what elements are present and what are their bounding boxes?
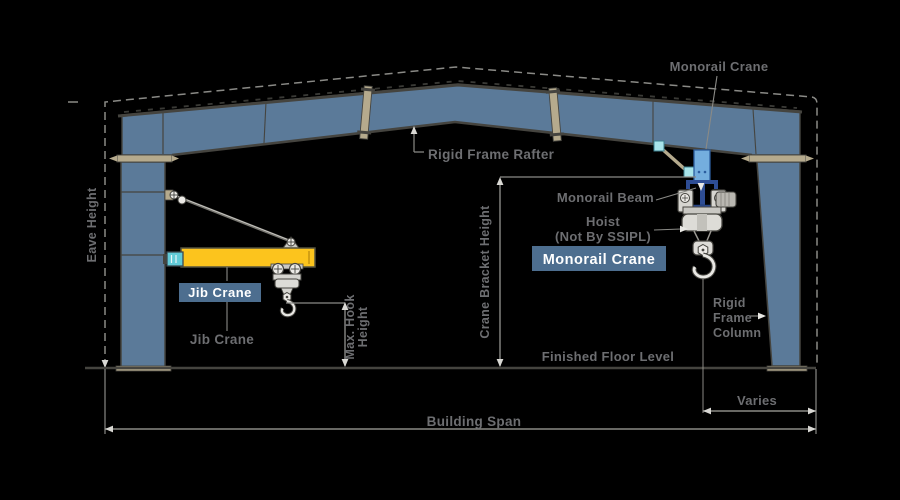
beam-clamp [686, 180, 718, 184]
monorail-hook-icon [692, 253, 716, 279]
wall-bracket [166, 251, 184, 267]
rigid-frame-column-label-line3: Column [713, 326, 761, 340]
dashed-roof-outline [104, 66, 818, 367]
arrow-down-icon [101, 360, 109, 368]
arrow-down-icon [697, 183, 705, 191]
leader-lines [226, 75, 766, 331]
brace-pad [683, 166, 695, 178]
roof-rafter [117, 80, 803, 157]
hanger-plate [693, 149, 711, 182]
monorail-crane-badge: Monorail Crane [532, 246, 666, 271]
rafter-seam [263, 101, 267, 144]
bolt-icon [172, 155, 179, 162]
jib-crane-assembly [163, 189, 316, 318]
max-hook-height-dimension [286, 302, 349, 367]
rafter-body [121, 83, 801, 156]
arrow-right-icon [808, 407, 816, 415]
varies-dimension [702, 279, 817, 434]
arrow-right-icon [680, 225, 688, 233]
wall-tab [163, 254, 168, 264]
rigid-frame-column-label-line1: Rigid [713, 296, 746, 310]
brace-pad [653, 140, 665, 152]
badge-background [179, 283, 261, 302]
hoist-leader [653, 228, 682, 231]
monorail-beam-leader [655, 187, 697, 201]
finished-floor-level-label: Finished Floor Level [542, 349, 674, 364]
building-span-label: Building Span [427, 414, 522, 429]
hoist-motor [715, 191, 737, 208]
rigid-frame-rafter-label: Rigid Frame Rafter [428, 147, 555, 162]
splice-plate [545, 87, 564, 142]
max-hook-height-label-line1: Max. Hook [343, 294, 357, 359]
monorail-crane-leader [705, 75, 718, 150]
jib-crane-caption: Jib Crane [190, 332, 254, 347]
arrow-left-icon [105, 425, 113, 433]
varies-label: Varies [737, 393, 777, 408]
tie-rod-highlight [177, 195, 291, 241]
splice-plate [357, 85, 376, 140]
eave-height-dimension [68, 66, 818, 368]
eave-connection-plate [748, 154, 807, 163]
pivot-pin [177, 195, 187, 205]
rafter-seam [752, 108, 757, 155]
crane-bracket-height-dimension [496, 176, 696, 367]
jib-hook-icon [280, 299, 296, 317]
crane-bracket-height-label: Crane Bracket Height [478, 205, 492, 339]
building-span-dimension [104, 369, 816, 434]
arrow-up-icon [496, 177, 504, 185]
trolley-crossbar [682, 206, 722, 215]
tie-rod [177, 195, 291, 243]
monorail-crane-pointer-label: Monorail Crane [670, 59, 769, 74]
roof-panel-ticks [123, 80, 798, 113]
jib-crane-badge-label: Jib Crane [188, 285, 252, 300]
monorail-crane-assembly [653, 140, 737, 280]
arrow-up-icon [410, 126, 418, 134]
hoist-label-line2: (Not By SSIPL) [555, 229, 651, 244]
hoist-label-line1: Hoist [586, 214, 620, 229]
max-hook-height-label-line2: Height [356, 306, 370, 347]
trolley-axle [270, 263, 304, 270]
arrow-right-icon [808, 425, 816, 433]
monorail-crane-badge-label: Monorail Crane [543, 252, 656, 268]
bolt-icon [741, 155, 749, 162]
bolt-icon [109, 155, 117, 162]
arrow-down-icon [496, 359, 504, 367]
arrow-left-icon [703, 407, 711, 415]
eave-connection-plate [116, 154, 173, 163]
hoist-band [697, 214, 707, 231]
column-body [120, 161, 166, 368]
arrow-right-icon [758, 312, 766, 320]
bolt-icon [806, 155, 814, 162]
jib-hoist-body [274, 278, 300, 289]
jib-crane-badge: Jib Crane [179, 283, 261, 302]
badge-background [532, 246, 666, 271]
monorail-beam-label: Monorail Beam [557, 190, 654, 205]
arrow-up-icon [341, 302, 349, 310]
eave-height-label: Eave Height [85, 187, 99, 262]
arrow-down-icon [341, 359, 349, 367]
monorail-beam-web [700, 183, 705, 207]
column-body [756, 161, 801, 367]
rigid-frame-column-label-line2: Frame [713, 311, 752, 325]
rafter-top-flange [117, 83, 803, 118]
